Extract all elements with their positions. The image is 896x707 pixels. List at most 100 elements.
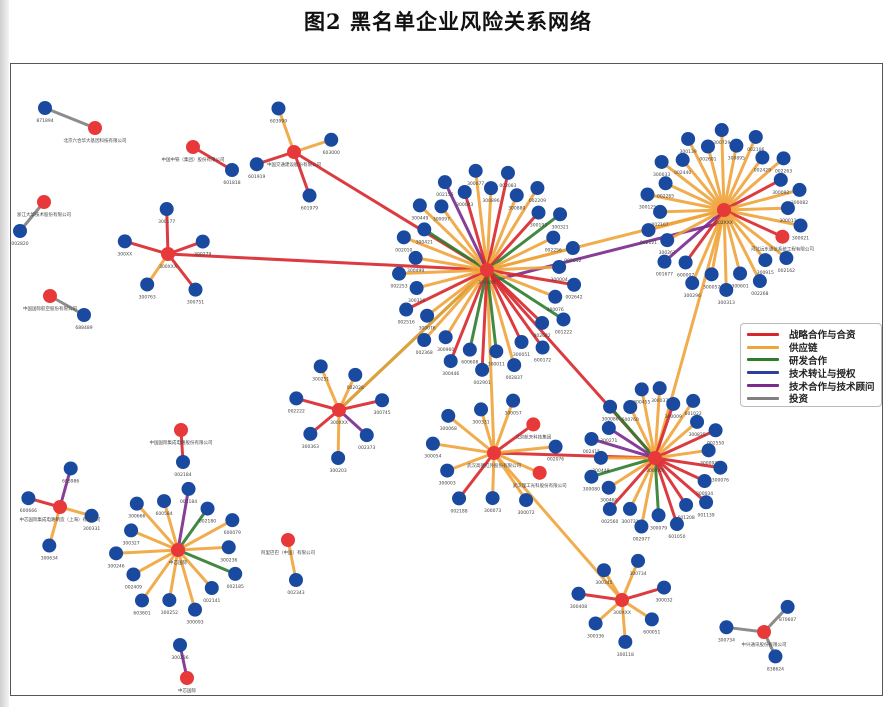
company-node[interactable] xyxy=(596,563,611,578)
company-node[interactable] xyxy=(443,354,458,369)
company-node[interactable] xyxy=(437,175,452,190)
company-node[interactable] xyxy=(530,181,545,196)
risk-node[interactable] xyxy=(717,203,731,217)
company-node[interactable] xyxy=(669,517,684,532)
company-node[interactable] xyxy=(134,593,149,608)
company-node[interactable] xyxy=(140,277,155,292)
company-node[interactable] xyxy=(792,182,807,197)
company-node[interactable] xyxy=(221,540,236,555)
company-node[interactable] xyxy=(84,508,99,523)
company-node[interactable] xyxy=(657,580,672,595)
risk-node[interactable] xyxy=(161,247,175,261)
company-node[interactable] xyxy=(204,580,219,595)
company-node[interactable] xyxy=(780,599,795,614)
company-node[interactable] xyxy=(462,342,477,357)
company-node[interactable] xyxy=(500,165,515,180)
company-node[interactable] xyxy=(567,277,582,292)
company-node[interactable] xyxy=(535,315,550,330)
company-node[interactable] xyxy=(654,154,669,169)
company-node[interactable] xyxy=(755,150,770,165)
company-node[interactable] xyxy=(225,163,239,177)
company-node[interactable] xyxy=(507,358,522,373)
company-node[interactable] xyxy=(77,308,91,322)
risk-node[interactable] xyxy=(37,195,51,209)
company-node[interactable] xyxy=(475,362,490,377)
company-node[interactable] xyxy=(644,612,659,627)
risk-node[interactable] xyxy=(775,229,790,244)
company-node[interactable] xyxy=(660,233,675,248)
company-node[interactable] xyxy=(412,198,427,213)
company-node[interactable] xyxy=(159,202,174,217)
risk-node[interactable] xyxy=(332,403,346,417)
risk-node[interactable] xyxy=(53,500,67,514)
risk-node[interactable] xyxy=(43,289,57,303)
company-node[interactable] xyxy=(289,573,303,587)
risk-node[interactable] xyxy=(648,451,662,465)
company-node[interactable] xyxy=(228,566,243,581)
risk-node[interactable] xyxy=(287,145,301,159)
company-node[interactable] xyxy=(441,408,456,423)
company-node[interactable] xyxy=(13,224,27,238)
company-node[interactable] xyxy=(392,266,407,281)
risk-node[interactable] xyxy=(480,263,494,277)
company-node[interactable] xyxy=(417,333,432,348)
company-node[interactable] xyxy=(200,501,215,516)
company-node[interactable] xyxy=(704,267,719,282)
company-node[interactable] xyxy=(641,223,656,238)
company-node[interactable] xyxy=(675,152,690,167)
company-node[interactable] xyxy=(157,494,172,509)
company-node[interactable] xyxy=(622,501,637,516)
company-node[interactable] xyxy=(634,382,649,397)
company-node[interactable] xyxy=(584,469,599,484)
company-node[interactable] xyxy=(697,473,712,488)
company-node[interactable] xyxy=(126,567,141,582)
company-node[interactable] xyxy=(571,586,586,601)
company-node[interactable] xyxy=(302,188,317,203)
company-node[interactable] xyxy=(690,414,705,429)
company-node[interactable] xyxy=(773,172,788,187)
company-node[interactable] xyxy=(548,289,563,304)
company-node[interactable] xyxy=(434,199,449,214)
company-node[interactable] xyxy=(514,335,529,350)
risk-node[interactable] xyxy=(615,593,629,607)
company-node[interactable] xyxy=(181,481,196,496)
company-node[interactable] xyxy=(776,151,791,166)
company-node[interactable] xyxy=(556,312,571,327)
company-node[interactable] xyxy=(685,276,700,291)
company-node[interactable] xyxy=(129,496,144,511)
company-node[interactable] xyxy=(109,546,124,561)
risk-node[interactable] xyxy=(171,543,185,557)
company-node[interactable] xyxy=(438,330,453,345)
company-node[interactable] xyxy=(657,254,672,269)
company-node[interactable] xyxy=(425,436,440,451)
company-node[interactable] xyxy=(681,131,696,146)
company-node[interactable] xyxy=(348,367,363,382)
company-node[interactable] xyxy=(289,391,304,406)
company-node[interactable] xyxy=(714,123,729,138)
company-node[interactable] xyxy=(701,443,716,458)
company-node[interactable] xyxy=(640,187,655,202)
company-node[interactable] xyxy=(399,302,414,317)
company-node[interactable] xyxy=(452,491,467,506)
company-node[interactable] xyxy=(124,523,139,538)
company-node[interactable] xyxy=(588,616,603,631)
company-node[interactable] xyxy=(417,222,432,237)
company-node[interactable] xyxy=(173,638,187,652)
company-node[interactable] xyxy=(484,181,499,196)
company-node[interactable] xyxy=(546,230,561,245)
company-node[interactable] xyxy=(699,495,714,510)
risk-node[interactable] xyxy=(526,417,541,432)
company-node[interactable] xyxy=(176,455,190,469)
company-node[interactable] xyxy=(601,480,616,495)
risk-node[interactable] xyxy=(88,121,102,135)
company-node[interactable] xyxy=(548,439,563,454)
company-node[interactable] xyxy=(729,138,744,153)
company-node[interactable] xyxy=(603,399,618,414)
company-node[interactable] xyxy=(653,204,668,219)
company-node[interactable] xyxy=(634,519,649,534)
company-node[interactable] xyxy=(752,274,767,289)
company-node[interactable] xyxy=(313,359,328,374)
company-node[interactable] xyxy=(188,602,203,617)
company-node[interactable] xyxy=(531,205,546,220)
company-node[interactable] xyxy=(733,266,748,281)
